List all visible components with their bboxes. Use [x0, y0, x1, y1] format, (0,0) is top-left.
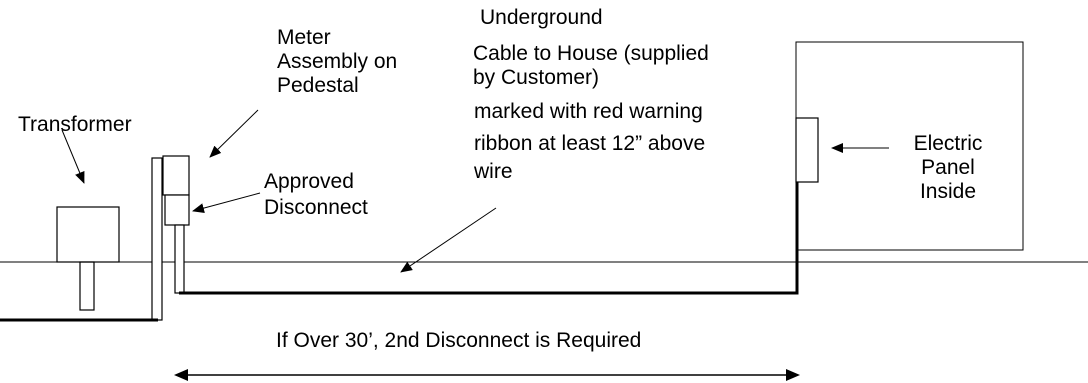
meter-label-line2: Assembly on [277, 50, 398, 73]
cable-label-line3: by Customer) [473, 66, 600, 89]
distance-note: If Over 30’, 2nd Disconnect is Required [276, 329, 642, 352]
cable-label-line5: ribbon at least 12” above [474, 132, 706, 155]
disconnect-label-line2: Disconnect [264, 196, 368, 219]
underground-cable [179, 182, 799, 295]
meter-label-line1: Meter [277, 26, 331, 49]
panel-label-line1: Electric [913, 132, 983, 155]
transformer-box [56, 206, 120, 263]
transformer-base [79, 261, 95, 311]
cable-label-line1: Underground [480, 6, 603, 29]
distance-arrowhead-left [174, 369, 188, 381]
cable-label-line2: Cable to House (supplied [473, 42, 709, 65]
meter-pointer [209, 109, 259, 158]
pedestal [151, 157, 163, 321]
meter-box [162, 155, 190, 196]
transformer-label: Transformer [18, 113, 132, 136]
disconnect-label-line1: Approved [264, 170, 354, 193]
panel-label-line3: Inside [919, 180, 977, 203]
panel-label-line2: Panel [921, 156, 975, 179]
disconnect-box [164, 194, 190, 226]
cable-pointer [400, 207, 497, 273]
meter-label-line3: Pedestal [277, 74, 359, 97]
cable-label-line4: marked with red warning [474, 100, 703, 123]
transformer-pointer [61, 129, 85, 184]
distance-arrowhead-right [786, 369, 800, 381]
conduit [174, 224, 185, 294]
disconnect-pointer [192, 192, 261, 213]
electric-panel [795, 117, 819, 183]
cable-label-line6: wire [474, 160, 513, 183]
